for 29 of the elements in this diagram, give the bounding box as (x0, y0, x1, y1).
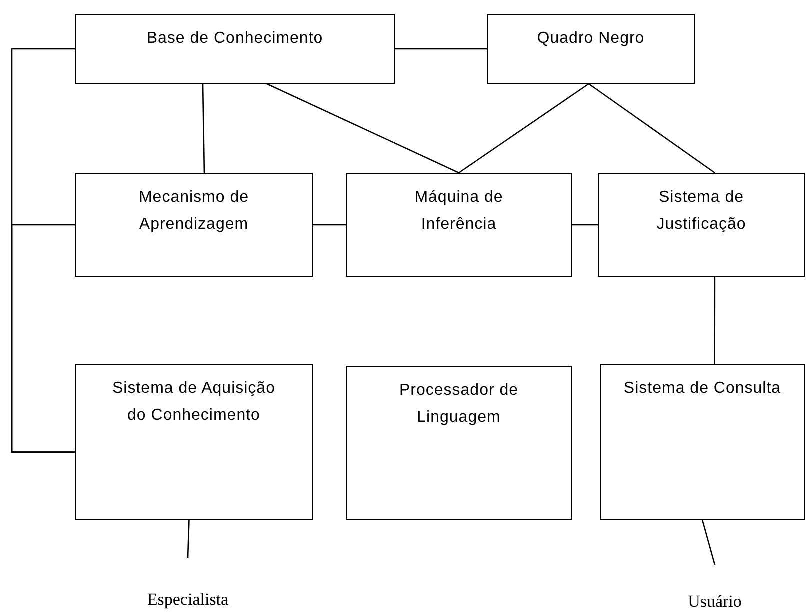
component-label: Sistema de Justificação (656, 188, 748, 235)
connector-line (588, 83, 716, 174)
component-box (346, 366, 572, 520)
actor-label: Usuário (688, 590, 742, 612)
connector-line (702, 520, 716, 566)
component-label: Processador de Linguagem (398, 381, 520, 428)
component-label: Máquina de Inferência (414, 188, 504, 235)
connector-line (572, 224, 598, 226)
connector-line (458, 83, 590, 174)
component-label: Sistema de Consulta (624, 379, 782, 399)
component-label: Sistema de Aquisição do Conhecimento (112, 379, 276, 426)
connector-line (266, 83, 460, 174)
actor-label: Especialista (147, 588, 229, 610)
connector-line (11, 224, 75, 453)
component-box (75, 364, 313, 520)
connector-line (395, 48, 487, 50)
connector-line (313, 224, 346, 226)
component-label: Quadro Negro (537, 29, 645, 49)
component-box (487, 14, 695, 84)
component-box (75, 173, 313, 277)
connector-line (202, 84, 206, 174)
component-box (598, 173, 805, 277)
connector-line (714, 277, 716, 364)
component-box (600, 364, 805, 520)
component-label: Mecanismo de Aprendizagem (138, 188, 250, 235)
connector-line (187, 520, 190, 558)
component-box (346, 173, 572, 277)
component-label: Base de Conhecimento (146, 29, 324, 49)
component-box (75, 14, 395, 84)
